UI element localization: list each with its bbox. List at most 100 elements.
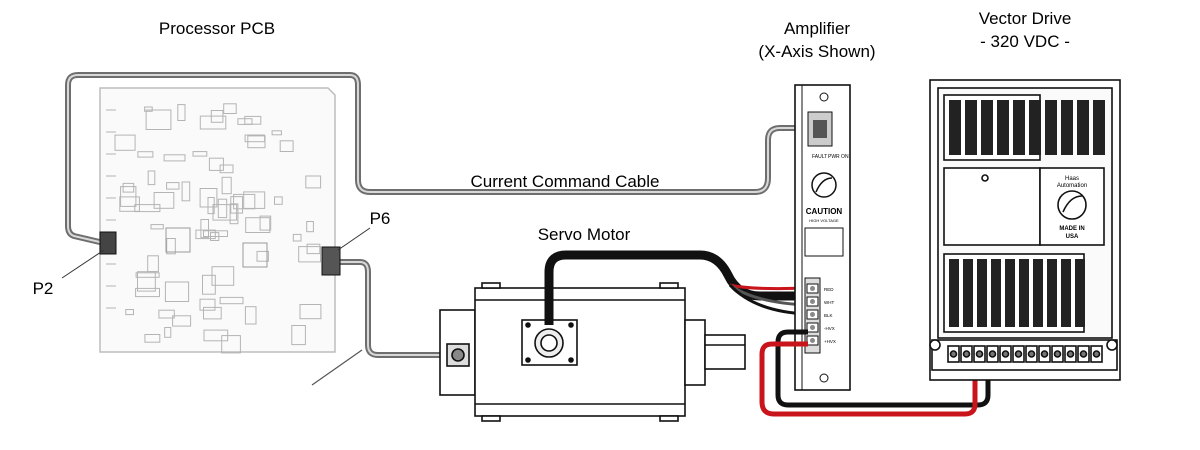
pcb-chip bbox=[195, 229, 216, 240]
pcb-chip bbox=[199, 298, 216, 311]
pcb-chip bbox=[243, 191, 266, 209]
pcb-chip bbox=[203, 230, 228, 238]
pcb-chip bbox=[221, 176, 232, 195]
pcb-chip bbox=[306, 243, 321, 255]
pcb-chip bbox=[202, 274, 216, 295]
pcb-chip bbox=[200, 219, 209, 239]
pcb-chip bbox=[120, 186, 137, 207]
amp-terminal-screw bbox=[810, 325, 815, 330]
drive-made-in-text: MADE IN bbox=[1059, 226, 1084, 232]
hv-black-cable bbox=[775, 329, 991, 408]
pcb-chip bbox=[164, 327, 172, 338]
pcb-chip bbox=[259, 215, 272, 231]
drive-terminal-screw bbox=[1001, 350, 1010, 358]
drive-usa-text: USA bbox=[1066, 234, 1079, 240]
pcb-processor-chip bbox=[242, 242, 268, 268]
drive-vent-slot bbox=[1061, 100, 1073, 155]
drive-vent-slot bbox=[965, 100, 977, 155]
drive-vent-slot bbox=[1045, 100, 1057, 155]
pcb-chip bbox=[164, 281, 190, 302]
processor-pcb-label: Processor PCB bbox=[159, 19, 275, 38]
vector-drive-voltage-label: - 320 VDC - bbox=[980, 32, 1070, 51]
pcb-chip bbox=[125, 309, 135, 316]
p2-connector bbox=[99, 231, 117, 255]
drive-vent-slot bbox=[1075, 259, 1085, 327]
servo-motor bbox=[439, 282, 746, 422]
amp-caution-text: CAUTION bbox=[806, 207, 843, 216]
drive-brand-text: Haas bbox=[1065, 176, 1079, 182]
drive-terminal-screw bbox=[949, 350, 958, 358]
pcb-chip bbox=[244, 115, 262, 125]
drive-terminal-screw bbox=[1027, 350, 1036, 358]
p6-leader-line bbox=[337, 227, 371, 251]
pcb-chip bbox=[279, 140, 294, 153]
pcb-chip bbox=[135, 287, 161, 298]
vector-drive-label: Vector Drive bbox=[979, 9, 1072, 28]
drive-terminal-screw bbox=[962, 350, 971, 358]
drive-vent-slot bbox=[1019, 259, 1029, 327]
amp-terminal-screw bbox=[810, 299, 815, 304]
pcb-ground-wire bbox=[311, 349, 363, 386]
pcb-chip bbox=[203, 306, 222, 320]
drive-terminal-screw bbox=[1053, 350, 1062, 358]
drive-vent-slot bbox=[963, 259, 973, 327]
pcb-chip bbox=[114, 134, 136, 151]
drive-vent-slot bbox=[1061, 259, 1071, 327]
pcb-processor-chip bbox=[165, 227, 191, 253]
drive-vent-slot bbox=[1013, 100, 1025, 155]
drive-terminal-screw bbox=[1014, 350, 1023, 358]
pcb-chip bbox=[192, 151, 208, 157]
pcb-chip bbox=[145, 109, 172, 130]
amp-terminal-label: +HVX bbox=[824, 339, 836, 344]
encoder-cable bbox=[340, 259, 452, 358]
pcb-chip bbox=[199, 115, 227, 130]
pcb-chip bbox=[271, 130, 282, 136]
pcb-chip bbox=[244, 306, 257, 325]
pcb-chip bbox=[147, 170, 156, 186]
amp-terminal-label: BLK bbox=[824, 313, 833, 318]
drive-vent-slot bbox=[949, 100, 961, 155]
drive-brand-sub-text: Automation bbox=[1057, 183, 1087, 189]
drive-terminal-screw bbox=[1040, 350, 1049, 358]
pcb-chip bbox=[181, 181, 191, 202]
amp-fault-text: FAULT bbox=[812, 154, 827, 160]
processor-pcb bbox=[99, 87, 336, 354]
pcb-chip bbox=[137, 271, 156, 292]
pcb-chip bbox=[237, 118, 253, 125]
amp-terminal-label: -HVX bbox=[824, 326, 835, 331]
amp-terminal-screw bbox=[810, 286, 815, 291]
amp-caution-sub-text: HIGH VOLTAGE bbox=[809, 218, 839, 223]
pcb-chip bbox=[144, 334, 161, 343]
drive-terminal-screw bbox=[1066, 350, 1075, 358]
hv-red-cable bbox=[759, 341, 978, 417]
pcb-chip bbox=[305, 175, 322, 189]
pcb-chip bbox=[199, 188, 218, 208]
servo-motor-label: Servo Motor bbox=[538, 225, 631, 244]
drive-vent-slot bbox=[1029, 100, 1041, 155]
pcb-chip bbox=[219, 296, 244, 305]
pcb-chip bbox=[212, 204, 238, 221]
drive-vent-slot bbox=[977, 259, 987, 327]
pcb-chip bbox=[211, 266, 235, 286]
pcb-chip bbox=[274, 196, 283, 205]
amp-pwr-on-text: PWR ON bbox=[828, 154, 849, 160]
p2-label: P2 bbox=[33, 279, 54, 298]
pcb-components bbox=[106, 103, 322, 354]
pcb-chip bbox=[207, 197, 215, 215]
drive-vent-slot bbox=[1047, 259, 1057, 327]
pcb-chip bbox=[291, 325, 306, 346]
pcb-chip bbox=[144, 106, 153, 112]
vector-drive bbox=[929, 79, 1121, 381]
pcb-chip bbox=[256, 250, 269, 262]
drive-vent-slot bbox=[981, 100, 993, 155]
pcb-chip bbox=[122, 182, 135, 193]
pcb-chip bbox=[172, 315, 192, 327]
amp-terminal-screw bbox=[810, 338, 815, 343]
pcb-chip bbox=[153, 192, 175, 209]
drive-terminal-screw bbox=[975, 350, 984, 358]
drive-terminal-screw bbox=[1092, 350, 1101, 358]
pcb-chip bbox=[163, 154, 186, 162]
